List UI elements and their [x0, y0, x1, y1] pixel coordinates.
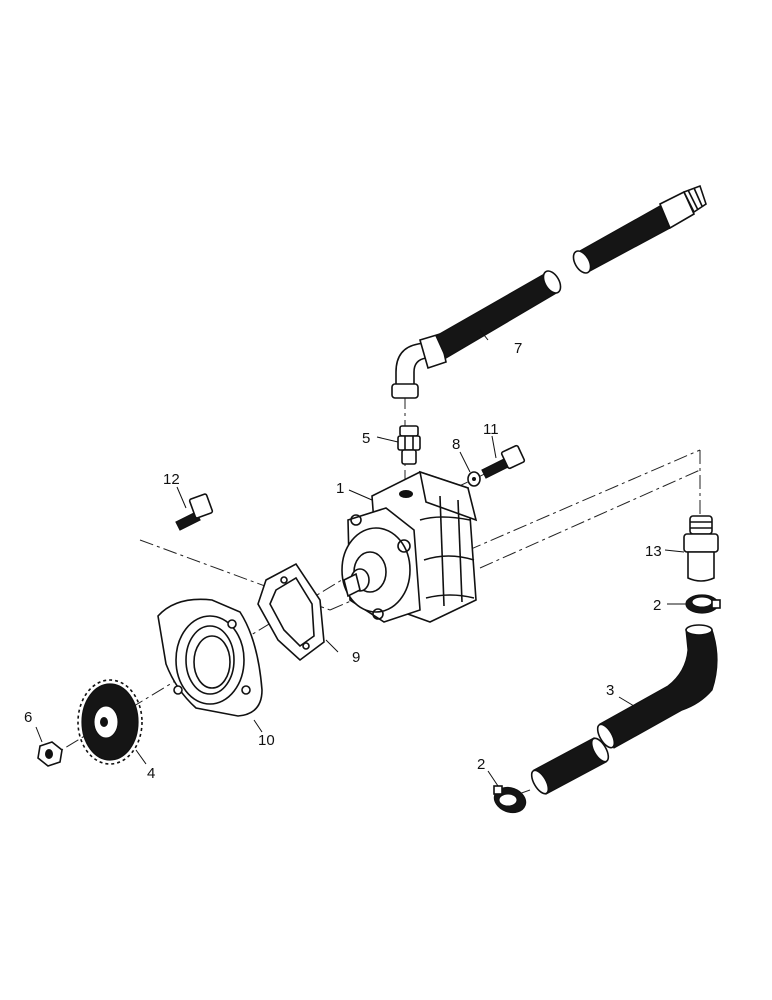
hose-clamp-lower [493, 785, 527, 814]
hose-clamp-upper [685, 594, 721, 614]
leader-lines [35, 329, 686, 787]
mounting-flange [157, 598, 263, 717]
drive-gear [77, 679, 143, 765]
callout-5: 5 [362, 430, 370, 447]
fitting [397, 425, 421, 465]
bolt-and-washer [467, 444, 526, 487]
bolt [175, 493, 214, 531]
callout-3: 3 [606, 682, 614, 699]
callout-10: 10 [258, 732, 275, 749]
callout-9: 9 [352, 649, 360, 666]
pressure-hose [391, 184, 707, 399]
callout-13: 13 [645, 543, 662, 560]
callout-2-lower: 2 [477, 756, 485, 773]
callout-6: 6 [24, 709, 32, 726]
callout-4: 4 [147, 765, 155, 782]
callout-labels: 1 5 8 11 12 7 13 2 3 2 6 4 10 9 [24, 340, 662, 782]
callout-1: 1 [336, 480, 344, 497]
gasket [257, 562, 325, 662]
suction-hose [530, 624, 718, 795]
callout-12: 12 [163, 471, 180, 488]
callout-7: 7 [514, 340, 522, 357]
adapter-fitting [683, 515, 719, 582]
callout-8: 8 [452, 436, 460, 453]
callout-2-upper: 2 [653, 597, 661, 614]
nut [37, 741, 63, 767]
callout-11: 11 [483, 421, 499, 438]
hydraulic-pump [341, 470, 478, 623]
